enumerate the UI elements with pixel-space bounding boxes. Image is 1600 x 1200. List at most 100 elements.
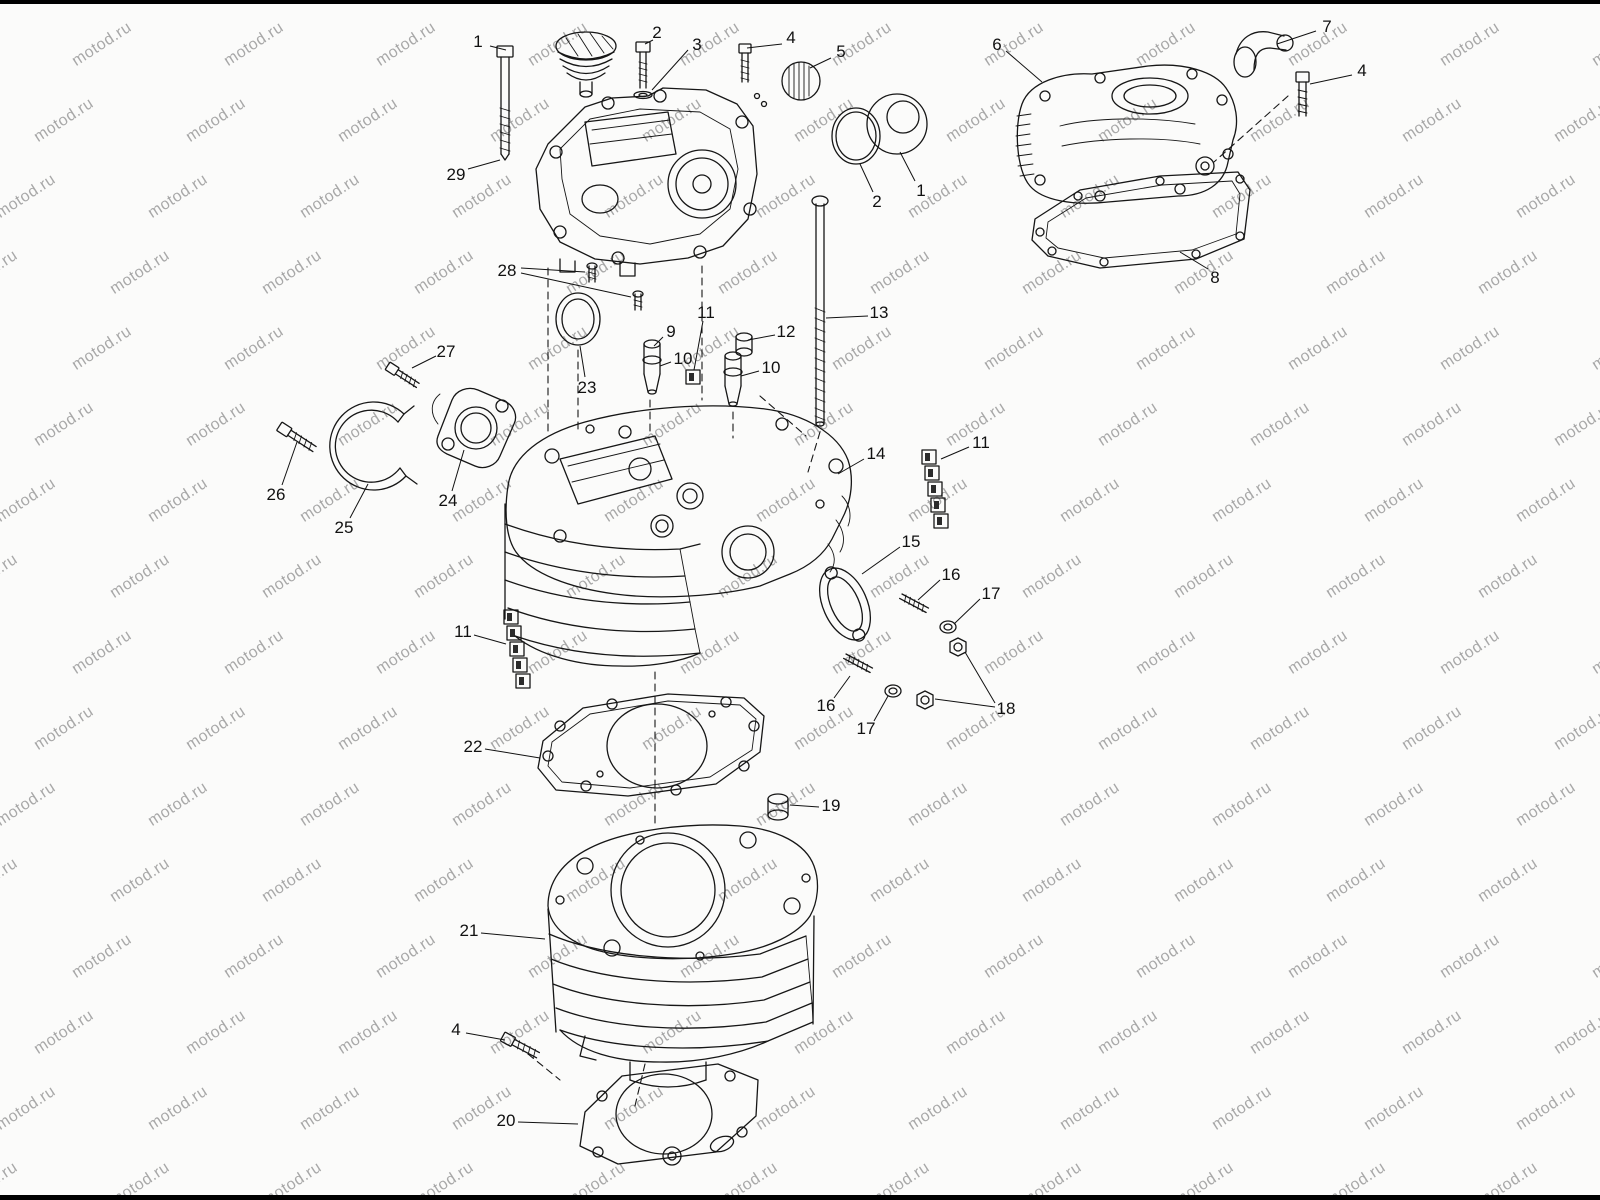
callout-number-7: 7 bbox=[1322, 17, 1331, 36]
callout-number-17: 17 bbox=[982, 584, 1001, 603]
callout-number-4: 4 bbox=[451, 1020, 460, 1039]
callout-number-15: 15 bbox=[902, 532, 921, 551]
part-elbow-7 bbox=[1233, 31, 1294, 78]
callout-leader-line bbox=[953, 598, 981, 625]
callout-number-2: 2 bbox=[872, 192, 881, 211]
callout-number-3: 3 bbox=[692, 35, 701, 54]
callout-number-1: 1 bbox=[916, 181, 925, 200]
part-cap-1 bbox=[866, 93, 928, 155]
callout-leader-line bbox=[659, 361, 672, 367]
callout-leader-line bbox=[520, 267, 586, 273]
callout-leader-line bbox=[859, 163, 874, 193]
callout-number-13: 13 bbox=[870, 303, 889, 322]
callout-leader-line bbox=[837, 458, 865, 475]
part-cylinder-head-14 bbox=[504, 405, 853, 667]
part-bolt-4-top bbox=[738, 43, 768, 108]
part-dowel-19 bbox=[767, 793, 789, 821]
callout-leader-line bbox=[651, 49, 689, 91]
callout-leader-line bbox=[1179, 251, 1209, 270]
part-nut-18-lower bbox=[916, 690, 934, 710]
callout-leader-line bbox=[747, 334, 776, 341]
callout-number-25: 25 bbox=[335, 518, 354, 537]
callout-number-16: 16 bbox=[817, 696, 836, 715]
callout-number-11: 11 bbox=[697, 303, 715, 322]
callout-leader-line bbox=[740, 370, 760, 377]
callout-number-14: 14 bbox=[867, 444, 886, 463]
callout-number-24: 24 bbox=[439, 491, 458, 510]
callout-leader-line bbox=[809, 57, 832, 69]
callout-number-20: 20 bbox=[497, 1111, 516, 1130]
callout-leader-line bbox=[899, 151, 916, 182]
callout-number-9: 9 bbox=[666, 322, 675, 341]
callout-number-21: 21 bbox=[460, 921, 479, 940]
callout-leader-line bbox=[1309, 74, 1353, 85]
part-bolts-28 bbox=[586, 262, 644, 311]
part-oil-plug-5 bbox=[781, 61, 821, 101]
part-washer-17-lower bbox=[884, 684, 902, 698]
callout-leader-line bbox=[693, 320, 704, 371]
callout-number-19: 19 bbox=[822, 796, 841, 815]
callout-number-10: 10 bbox=[674, 349, 693, 368]
part-bolt-2-washer-3 bbox=[633, 41, 653, 100]
callout-number-4: 4 bbox=[1357, 61, 1366, 80]
callout-number-18: 18 bbox=[997, 699, 1016, 718]
part-cap-23 bbox=[555, 292, 601, 346]
part-cover-gasket-8 bbox=[1031, 171, 1251, 269]
part-valve-guide-a bbox=[642, 339, 662, 395]
callout-leader-line bbox=[517, 1121, 579, 1125]
callout-number-29: 29 bbox=[447, 165, 466, 184]
callout-leader-line bbox=[451, 449, 465, 492]
engine-line-art bbox=[276, 31, 1310, 1166]
callout-number-23: 23 bbox=[578, 378, 597, 397]
callout-leader-line bbox=[473, 634, 507, 645]
callout-number-22: 22 bbox=[464, 737, 483, 756]
callout-number-28: 28 bbox=[498, 261, 517, 280]
part-head-gasket-22 bbox=[537, 693, 765, 797]
callout-number-6: 6 bbox=[992, 35, 1001, 54]
callout-number-5: 5 bbox=[836, 42, 845, 61]
part-breather-cap bbox=[555, 31, 617, 98]
callout-leader-line bbox=[861, 546, 901, 575]
callout-leader-line bbox=[579, 345, 586, 378]
part-bolt-4-bottom bbox=[500, 1031, 541, 1059]
part-key-11-stack-left bbox=[503, 609, 531, 689]
callout-leader-line bbox=[833, 675, 851, 699]
callout-leader-line bbox=[480, 932, 546, 940]
callout-leader-line bbox=[873, 695, 889, 722]
callout-number-8: 8 bbox=[1210, 268, 1219, 287]
callout-number-1: 1 bbox=[473, 32, 482, 51]
part-stud-13 bbox=[811, 195, 829, 427]
callout-leader-line bbox=[1276, 30, 1317, 45]
callout-leader-line bbox=[349, 483, 369, 519]
exploded-parts-diagram-svg: 1292345216748281323911101012272625241411… bbox=[267, 17, 1367, 1166]
part-nut-18-upper bbox=[949, 637, 967, 657]
callout-leader-line bbox=[484, 748, 541, 759]
assembly-axis-lines bbox=[527, 95, 1289, 1111]
callout-number-2: 2 bbox=[652, 23, 661, 42]
part-key-11-stack-right bbox=[921, 449, 949, 529]
callout-leader-line bbox=[825, 315, 869, 319]
callout-leader-line bbox=[281, 441, 298, 486]
part-intake-manifold-24 bbox=[431, 387, 517, 469]
callout-leader-line bbox=[746, 43, 783, 49]
part-stud-16-lower bbox=[843, 653, 874, 674]
callout-leader-line bbox=[940, 446, 970, 460]
part-exhaust-gasket-15 bbox=[818, 566, 872, 642]
callout-number-12: 12 bbox=[777, 322, 796, 341]
part-bolt-26 bbox=[276, 421, 317, 453]
callout-number-11: 11 bbox=[454, 622, 472, 641]
callout-number-17: 17 bbox=[857, 719, 876, 738]
callout-leader-line bbox=[1005, 50, 1043, 83]
callout-leader-line bbox=[520, 272, 632, 298]
callout-leader-line bbox=[653, 336, 664, 347]
part-cylinder-21 bbox=[547, 824, 819, 1088]
callout-number-26: 26 bbox=[267, 485, 286, 504]
callout-number-4: 4 bbox=[786, 28, 795, 47]
part-rocker-cover bbox=[535, 87, 758, 277]
part-key-11-single bbox=[685, 369, 701, 385]
part-bolt-4-right bbox=[1295, 71, 1310, 117]
callout-number-10: 10 bbox=[762, 358, 781, 377]
part-bolt-27 bbox=[384, 361, 420, 389]
